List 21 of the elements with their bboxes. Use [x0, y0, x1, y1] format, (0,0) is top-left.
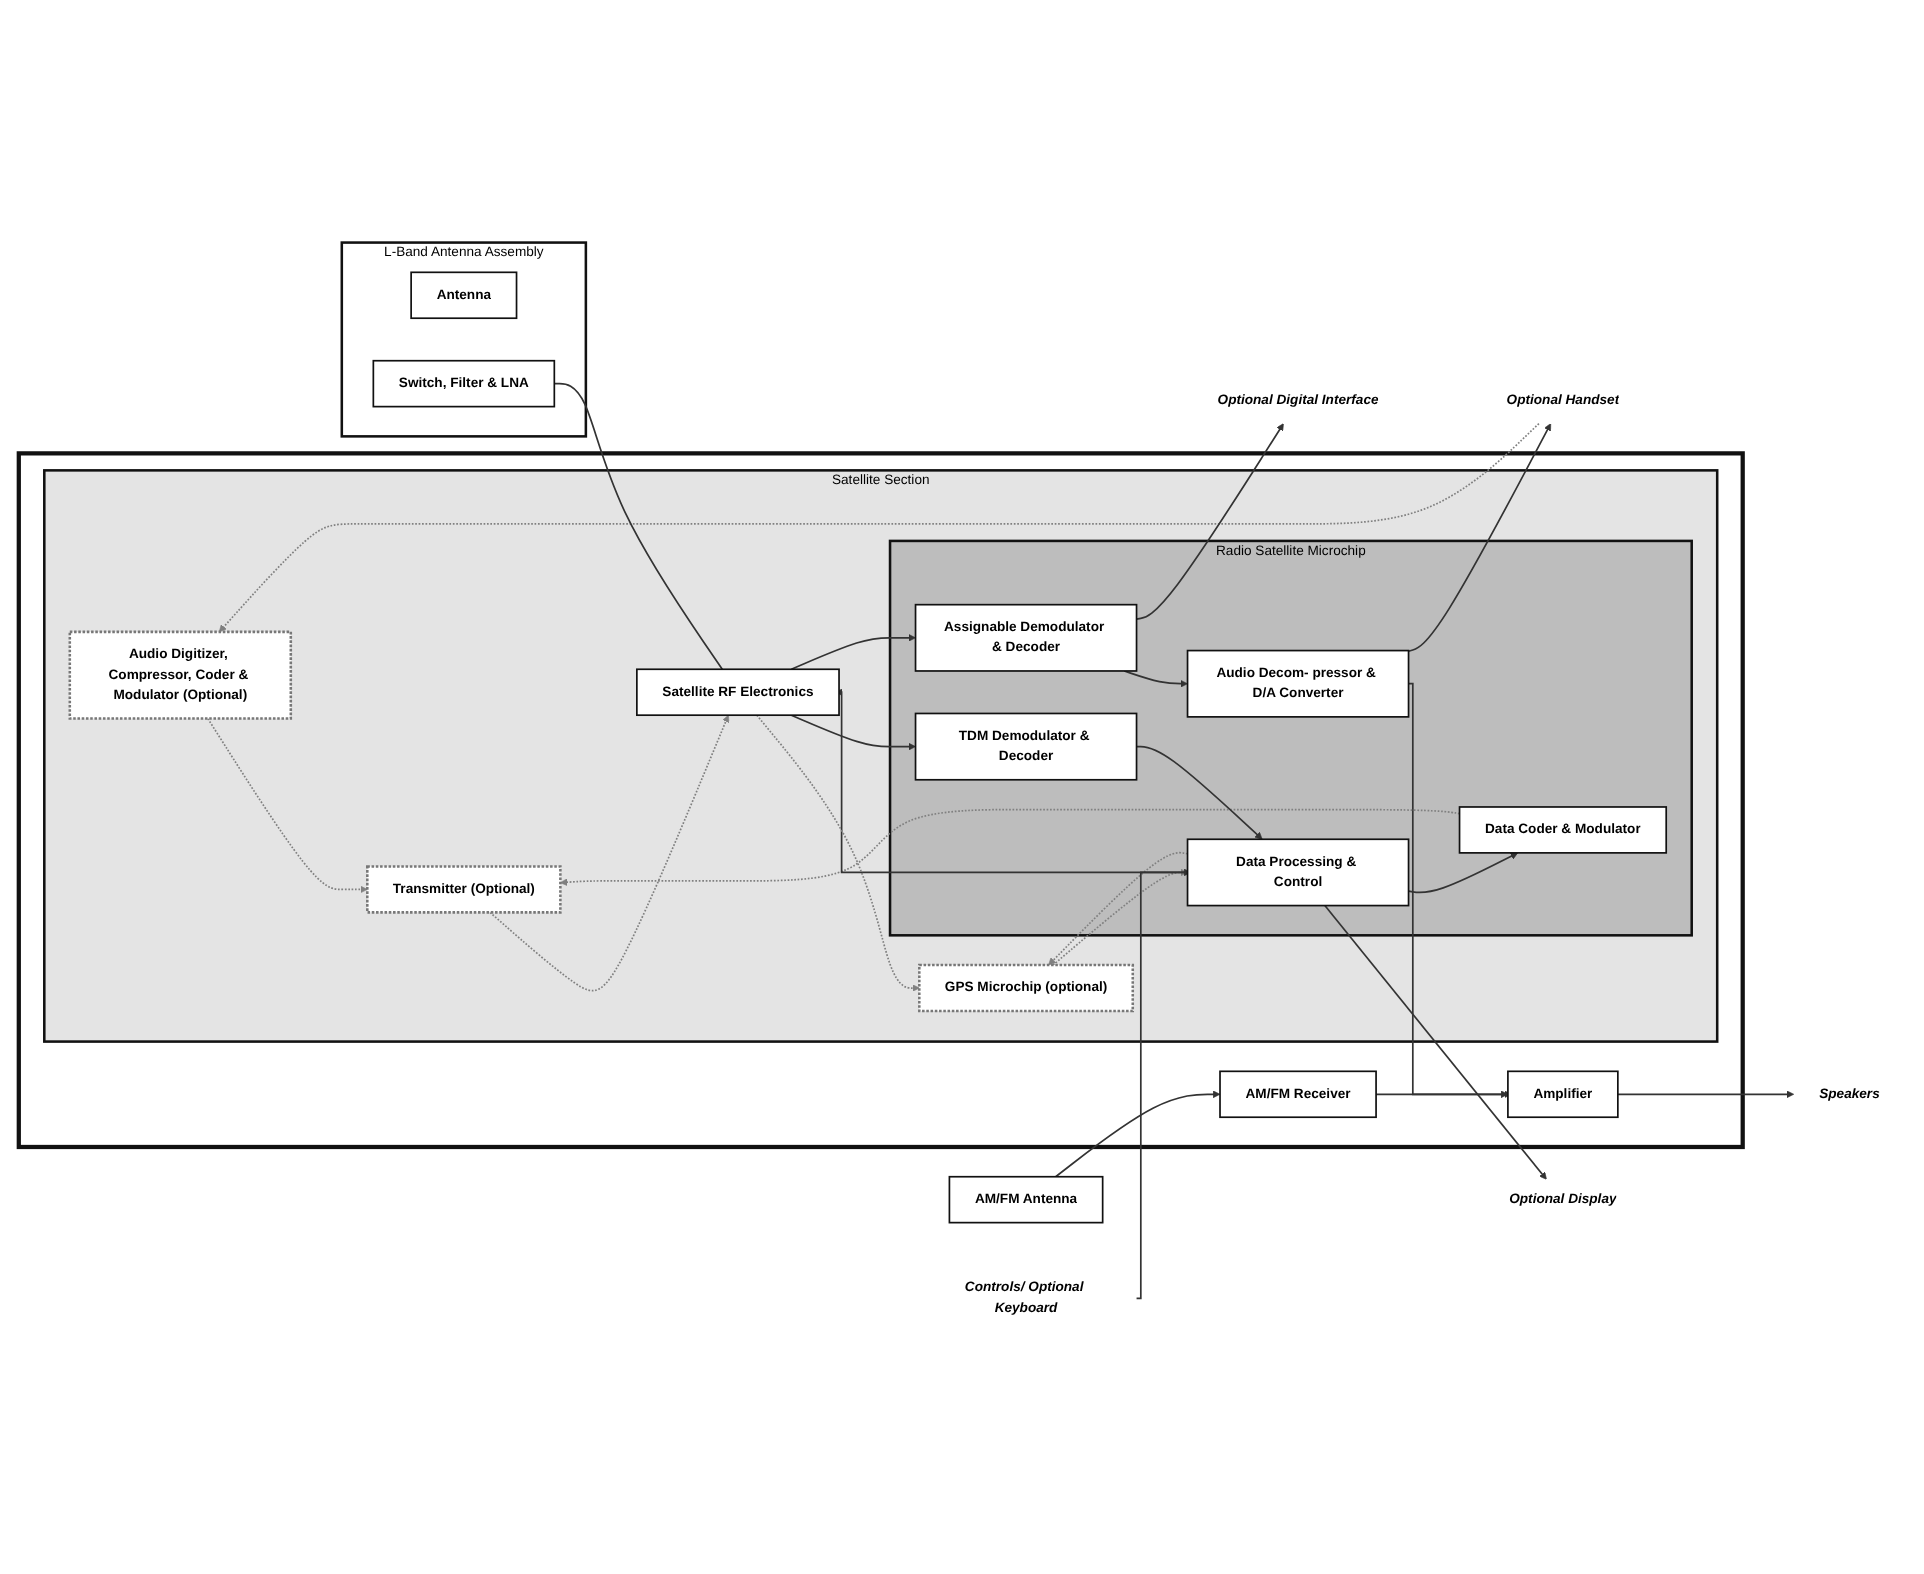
arrow: [835, 688, 1189, 874]
arrow: [560, 808, 1461, 886]
arrow: [790, 714, 916, 751]
arrow: [1407, 423, 1552, 653]
arrow: [1054, 1090, 1221, 1178]
arrow: [1324, 904, 1547, 1180]
arrow: [1375, 1090, 1509, 1098]
arrow: [1048, 851, 1189, 966]
arrow: [489, 714, 730, 992]
cluster: [16, 451, 1745, 1150]
arrow: [1135, 745, 1263, 840]
arrow: [756, 714, 920, 992]
arrow: [1617, 1090, 1795, 1098]
connector: [553, 382, 724, 671]
arrow: [1052, 868, 1188, 966]
arrow: [207, 717, 368, 894]
arrow: [1407, 852, 1519, 894]
arrow: [790, 634, 916, 671]
arrow: [1123, 670, 1188, 688]
arrow: [218, 422, 1540, 633]
arrow: [1135, 423, 1284, 621]
